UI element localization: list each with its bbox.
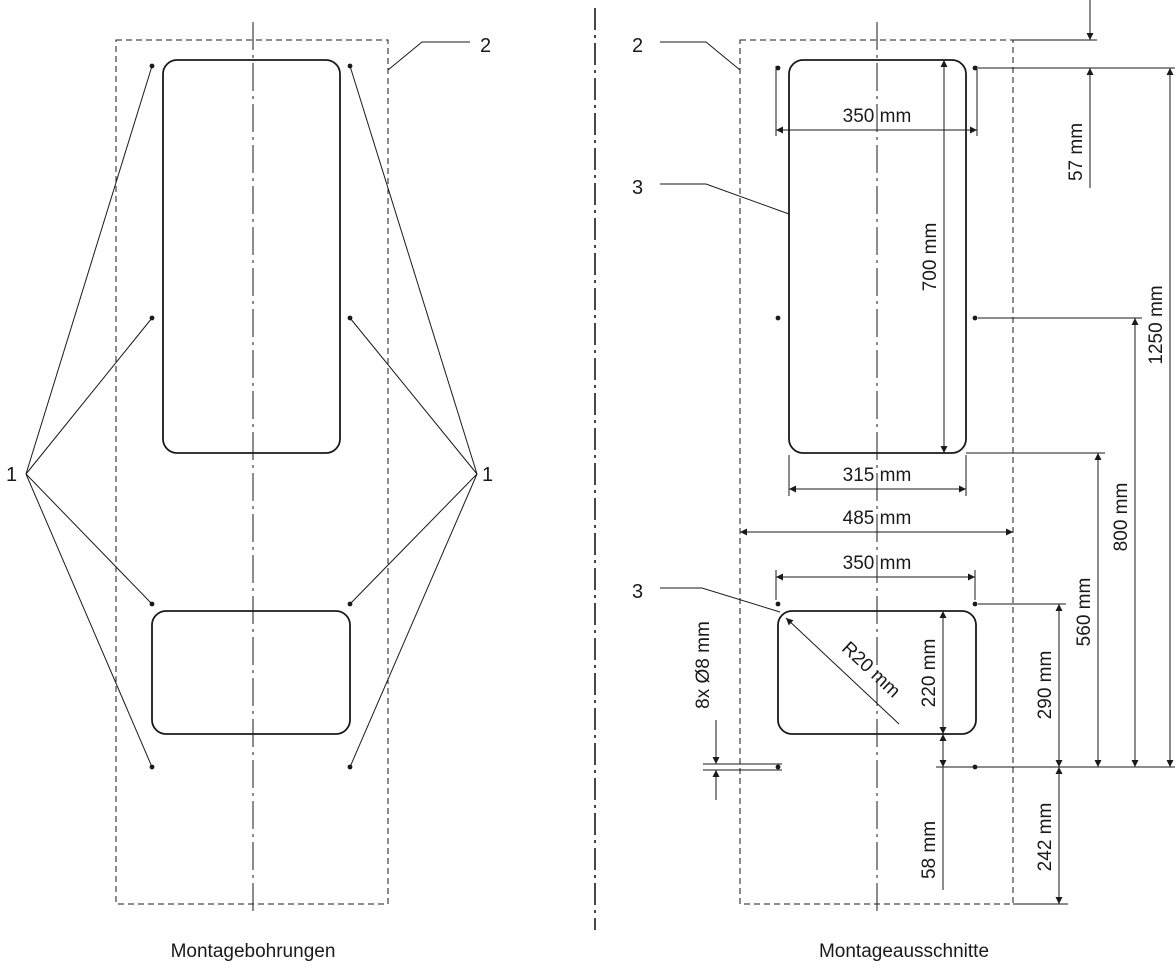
dim-700: 700 mm	[920, 60, 948, 453]
dim-text: R20 mm	[837, 638, 904, 702]
dim-text: 700 mm	[920, 223, 941, 292]
right-caption: Montageausschnitte	[819, 941, 989, 962]
dim-r20: R20 mm	[785, 617, 904, 725]
right-bottom-cutout	[777, 610, 977, 735]
hole	[972, 65, 978, 71]
callout-3-bottom: 3	[632, 581, 643, 603]
left-bottom-cutout	[151, 610, 351, 735]
dim-text: 315 mm	[843, 465, 912, 486]
left-holes	[149, 63, 353, 770]
dim-800: 800 mm	[1111, 318, 1139, 767]
callout-1-left: 1	[6, 464, 17, 486]
dim-220: 220 mm	[919, 611, 947, 734]
dim-text: 242 mm	[1035, 803, 1056, 872]
left-view: 1 1 2 Montagebohrungen	[6, 22, 493, 962]
hole	[775, 764, 781, 770]
callout-2-leader-left	[387, 41, 470, 71]
callout-1-right: 1	[482, 464, 493, 486]
dim-text: 560 mm	[1074, 578, 1095, 647]
hole	[972, 315, 978, 321]
left-top-cutout	[162, 59, 341, 454]
callout-3-top-leader	[660, 183, 790, 215]
dim-1250: 1250 mm	[1146, 68, 1174, 767]
dim-text: 350 mm	[843, 106, 912, 127]
left-caption: Montagebohrungen	[171, 941, 336, 962]
dim-text: 1250 mm	[1146, 285, 1167, 364]
right-view: 2 3 3 350 mm 315 mm 485 mm	[632, 0, 1175, 962]
callout-2-right: 2	[632, 35, 643, 57]
dim-top-350: 350 mm	[775, 66, 978, 136]
dim-58: 58 mm	[919, 734, 947, 890]
dim-text: 800 mm	[1111, 483, 1132, 552]
dim-text: 58 mm	[919, 821, 940, 879]
hole	[775, 315, 781, 321]
callout-3-bottom-leader	[660, 587, 781, 613]
dim-485: 485 mm	[740, 508, 1013, 536]
dim-text: 8x Ø8 mm	[693, 621, 714, 709]
dim-text: 485 mm	[843, 508, 912, 529]
hole	[775, 601, 781, 607]
dim-242: 242 mm	[1035, 767, 1063, 904]
callout-2-left: 2	[480, 35, 491, 57]
dim-text: 57 mm	[1066, 123, 1087, 181]
dim-290: 290 mm	[1035, 604, 1063, 767]
dim-text: 290 mm	[1035, 651, 1056, 720]
dim-text: 350 mm	[843, 553, 912, 574]
hole	[775, 65, 781, 71]
right-top-cutout	[788, 59, 967, 454]
left-plate-outline	[115, 39, 389, 905]
dim-hole-diameter: 8x Ø8 mm	[693, 621, 782, 800]
right-holes	[775, 65, 978, 770]
callout-2-leader-right	[660, 41, 741, 71]
callout-3-top: 3	[632, 177, 643, 199]
dim-bottom-350: 350 mm	[775, 553, 976, 600]
dim-315: 315 mm	[788, 455, 967, 496]
dim-560: 560 mm	[1074, 453, 1102, 767]
left-leaders-1	[25, 65, 153, 768]
right-leaders-1	[349, 65, 478, 768]
dim-text: 220 mm	[919, 639, 940, 708]
dim-57: 57 mm	[978, 0, 1175, 188]
hole	[972, 601, 978, 607]
